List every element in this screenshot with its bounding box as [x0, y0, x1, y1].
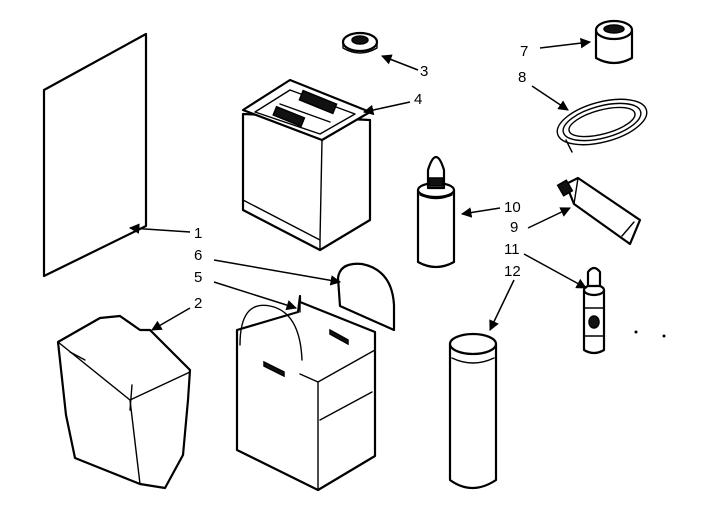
part-9-tube [556, 176, 642, 246]
callout-1: 1 [194, 225, 202, 242]
part-12-aerosol-can [448, 332, 498, 490]
part-5-bag-holder [235, 294, 377, 492]
callout-6: 6 [194, 247, 202, 264]
specks [634, 330, 666, 338]
part-11-fitting [582, 266, 606, 355]
callout-labels: 1 2 3 4 5 6 7 8 9 10 11 12 [194, 43, 528, 312]
part-2-filter-bag [56, 314, 192, 490]
callout-3: 3 [420, 63, 428, 80]
part-1-instruction-sheet [42, 32, 148, 278]
part-4-tank [241, 78, 372, 252]
leader-lines [128, 37, 592, 331]
part-10-spray-bottle [416, 155, 456, 269]
callout-11: 11 [504, 241, 520, 258]
part-8-tubing [556, 98, 648, 153]
callout-7: 7 [520, 43, 528, 60]
callout-4: 4 [414, 91, 422, 108]
callout-10: 10 [504, 199, 521, 216]
part-6-lid [336, 262, 396, 332]
callout-8: 8 [518, 69, 526, 86]
part-7-can [594, 19, 634, 65]
callout-5: 5 [194, 269, 202, 286]
callout-12: 12 [504, 263, 521, 280]
callout-9: 9 [510, 219, 518, 236]
callout-2: 2 [194, 295, 202, 312]
part-3-cap [341, 31, 379, 54]
